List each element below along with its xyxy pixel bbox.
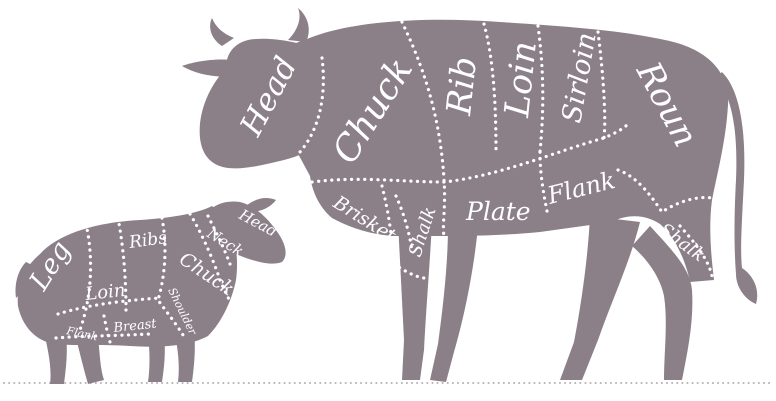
- cow-leg-front-right: [430, 226, 478, 382]
- lamb-leg-front-right: [174, 330, 195, 382]
- cow-leg-rear-left: [560, 216, 640, 380]
- cow-ear-left: [182, 59, 232, 76]
- cow-horn-right: [288, 8, 309, 42]
- cow-horn-left: [210, 18, 234, 46]
- cow-label-loin: Loin: [497, 39, 545, 120]
- cow-label-rib: Rib: [439, 55, 485, 118]
- lamb-leg-front-left: [148, 336, 165, 382]
- lamb-leg-rear-left: [44, 332, 67, 384]
- cow-label-plate: Plate: [465, 197, 531, 226]
- lamb-label-loin: Loin: [83, 280, 126, 305]
